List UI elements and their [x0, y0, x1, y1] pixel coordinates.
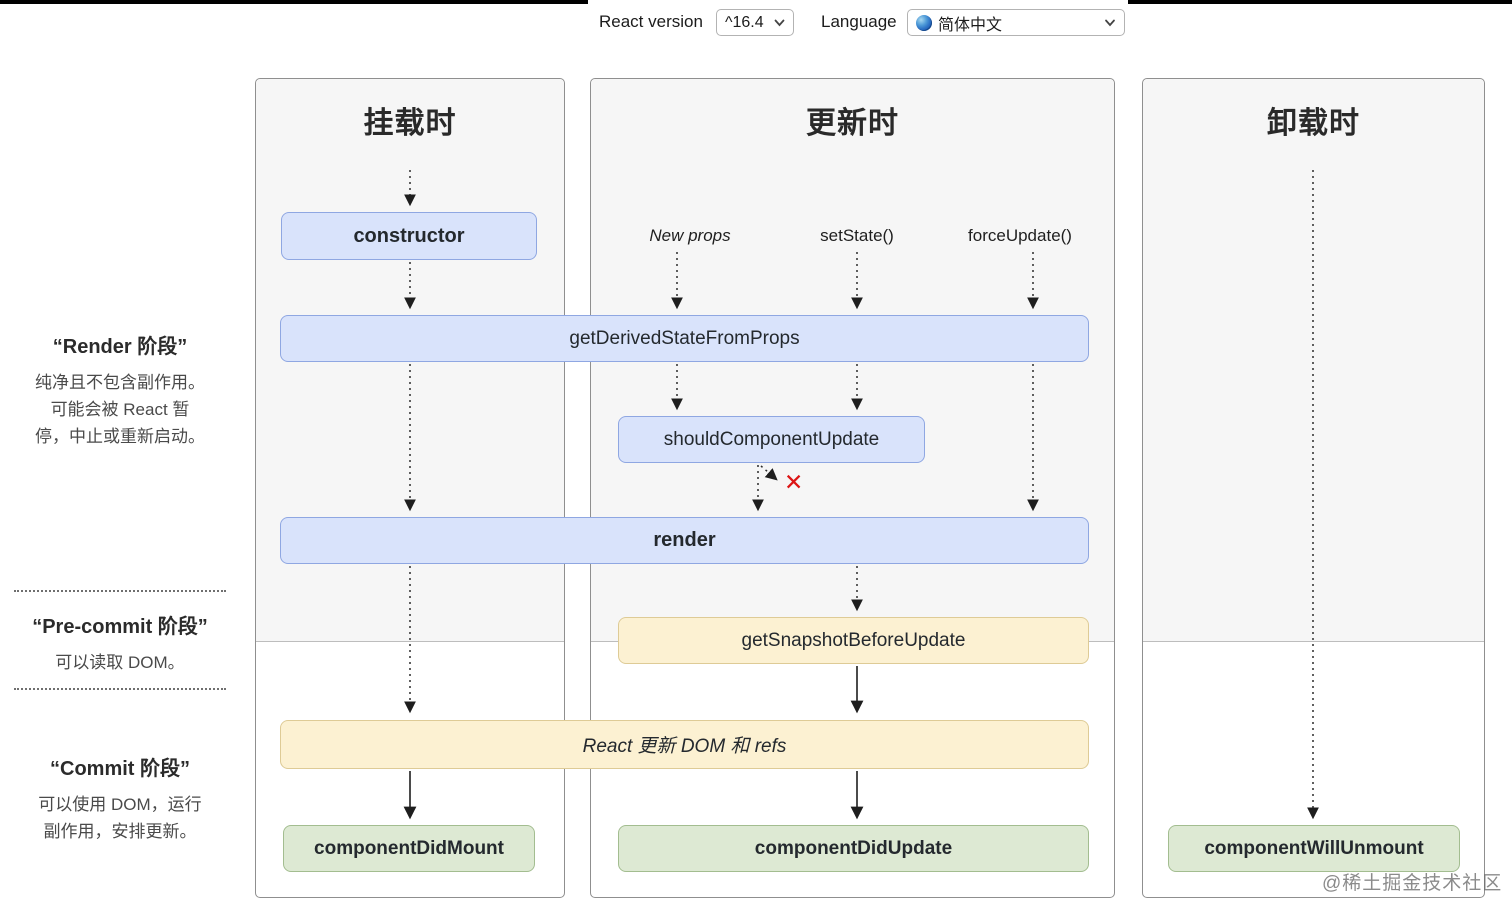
column-mounting-title: 挂载时 [363, 107, 457, 140]
method-get-derived-state-from-props[interactable]: getDerivedStateFromProps [280, 315, 1089, 362]
trigger-set-state[interactable]: setState() [820, 226, 894, 245]
commit-phase-note: “Commit 阶段” 可以使用 DOM，运行 副作用，安排更新。 [0, 752, 240, 845]
commit-phase-line: 可以使用 DOM，运行 [38, 795, 202, 814]
chevron-down-icon [774, 19, 785, 27]
globe-icon [916, 14, 932, 31]
precommit-phase-title: “Pre-commit 阶段” [32, 616, 208, 638]
precommit-phase-line: 可以读取 DOM。 [55, 653, 185, 672]
method-should-component-update[interactable]: shouldComponentUpdate [618, 416, 925, 463]
method-render[interactable]: render [280, 517, 1089, 564]
phase-divider [14, 688, 226, 690]
react-version-select[interactable]: ^16.4 [716, 9, 794, 36]
column-mounting: 挂载时 [255, 78, 565, 898]
render-phase-line: 可能会被 React 暂 [50, 400, 190, 419]
stop-update-icon: ✕ [784, 469, 804, 495]
top-left-strip [0, 0, 588, 4]
trigger-force-update[interactable]: forceUpdate() [968, 226, 1072, 245]
commit-phase-line: 副作用，安排更新。 [43, 822, 197, 841]
render-phase-line: 纯净且不包含副作用。 [35, 373, 205, 392]
column-updating: 更新时 [590, 78, 1115, 898]
react-version-label: React version [599, 12, 703, 31]
render-phase-line: 停，中止或重新启动。 [35, 427, 205, 446]
precommit-phase-note: “Pre-commit 阶段” 可以读取 DOM。 [0, 610, 240, 676]
language-value: 简体中文 [938, 16, 1003, 34]
method-component-did-update[interactable]: componentDidUpdate [618, 825, 1089, 872]
render-phase-shade [1143, 79, 1484, 642]
trigger-new-props: New props [649, 226, 731, 245]
method-component-will-unmount[interactable]: componentWillUnmount [1168, 825, 1460, 872]
method-get-snapshot-before-update[interactable]: getSnapshotBeforeUpdate [618, 617, 1089, 664]
react-updates-dom-box: React 更新 DOM 和 refs [280, 720, 1089, 769]
commit-phase-title: “Commit 阶段” [50, 758, 190, 780]
language-label: Language [821, 12, 897, 31]
react-version-value: ^16.4 [725, 13, 764, 31]
method-component-did-mount[interactable]: componentDidMount [283, 825, 535, 872]
render-phase-title: “Render 阶段” [52, 336, 188, 358]
method-constructor[interactable]: constructor [281, 212, 537, 260]
column-updating-title: 更新时 [806, 107, 899, 140]
language-select[interactable]: 简体中文 [907, 9, 1125, 36]
render-phase-note: “Render 阶段” 纯净且不包含副作用。 可能会被 React 暂 停，中止… [0, 330, 240, 450]
column-unmounting-title: 卸载时 [1267, 107, 1360, 140]
top-right-strip [1128, 0, 1512, 4]
column-unmounting: 卸载时 [1142, 78, 1485, 898]
chevron-down-icon [1104, 19, 1116, 27]
phase-divider [14, 590, 226, 592]
watermark: @稀土掘金技术社区 [1322, 873, 1503, 894]
